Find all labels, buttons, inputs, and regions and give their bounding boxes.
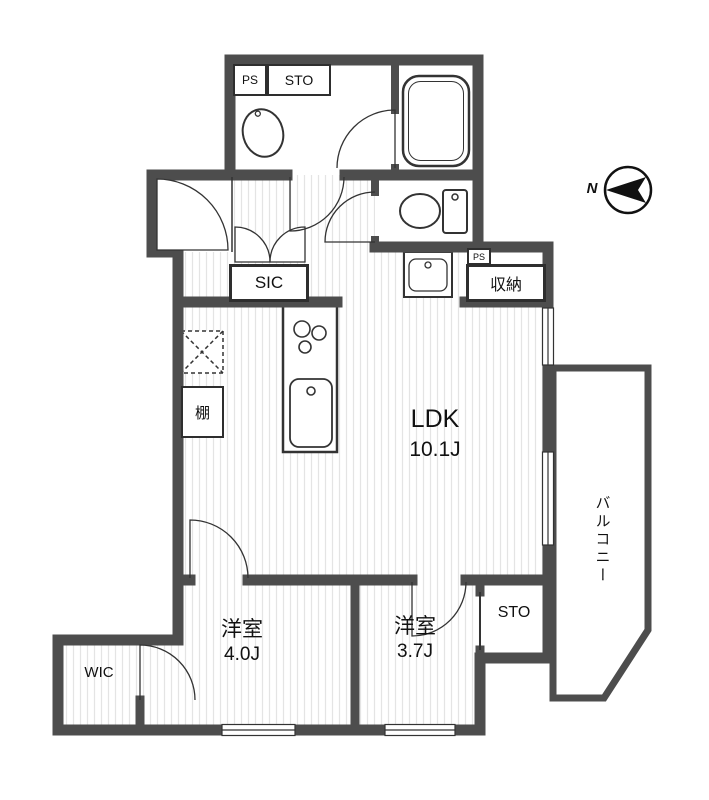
ldk-size: 10.1J — [409, 437, 461, 461]
bedroom-b-label: 洋室 3.7J — [356, 613, 474, 665]
ldk-name: LDK — [410, 405, 460, 433]
window-bedroom-b — [384, 723, 456, 737]
shelf-label: 棚 — [181, 386, 224, 438]
compass-north-label: N — [586, 180, 598, 197]
bedroom-b-door-arc — [411, 581, 467, 637]
bedroom-a-size: 4.0J — [224, 644, 260, 666]
windows — [221, 307, 555, 737]
bedroom-a-name: 洋室 — [221, 618, 263, 641]
bedroom-b-name: 洋室 — [394, 615, 436, 638]
fixtures — [180, 74, 471, 454]
thin-lines — [231, 177, 481, 650]
closet-label: 収納 — [466, 264, 546, 302]
washbasin-icon — [241, 108, 285, 158]
window-balcony-door — [541, 451, 555, 546]
wic-label: WIC — [84, 664, 114, 681]
washroom-door-arc — [289, 176, 345, 232]
kitchen-counter-icon — [281, 304, 339, 454]
pipe-space-mid-label: PS — [467, 248, 491, 265]
refrigerator-space-icon — [180, 330, 224, 374]
sic-door-right-arc — [269, 226, 306, 263]
compass — [603, 165, 653, 215]
ldk-label: LDK 10.1J — [375, 403, 495, 463]
window-ldk-upper — [541, 307, 555, 366]
toilet-door-arc — [324, 191, 376, 243]
window-bedroom-a — [221, 723, 296, 737]
bath-door-arc — [336, 109, 396, 169]
bedroom-a-door-arc — [189, 519, 249, 579]
sic-label: SIC — [229, 264, 309, 302]
entry-door-arc — [156, 178, 229, 251]
hall-washbasin-icon — [403, 251, 453, 298]
pipe-space-top-label: PS — [233, 64, 267, 96]
balcony-label: バルコニー — [593, 495, 611, 585]
bedroom-b-size: 3.7J — [397, 641, 433, 663]
wic-door-arc — [139, 644, 196, 701]
storage-top-label: STO — [267, 64, 331, 96]
bedroom-a-label: 洋室 4.0J — [182, 616, 302, 668]
doors — [139, 109, 467, 701]
bathtub-icon — [401, 74, 471, 168]
storage-bottom-label: STO — [497, 604, 531, 621]
toilet-icon — [399, 189, 468, 234]
north-arrow-icon — [606, 177, 646, 203]
